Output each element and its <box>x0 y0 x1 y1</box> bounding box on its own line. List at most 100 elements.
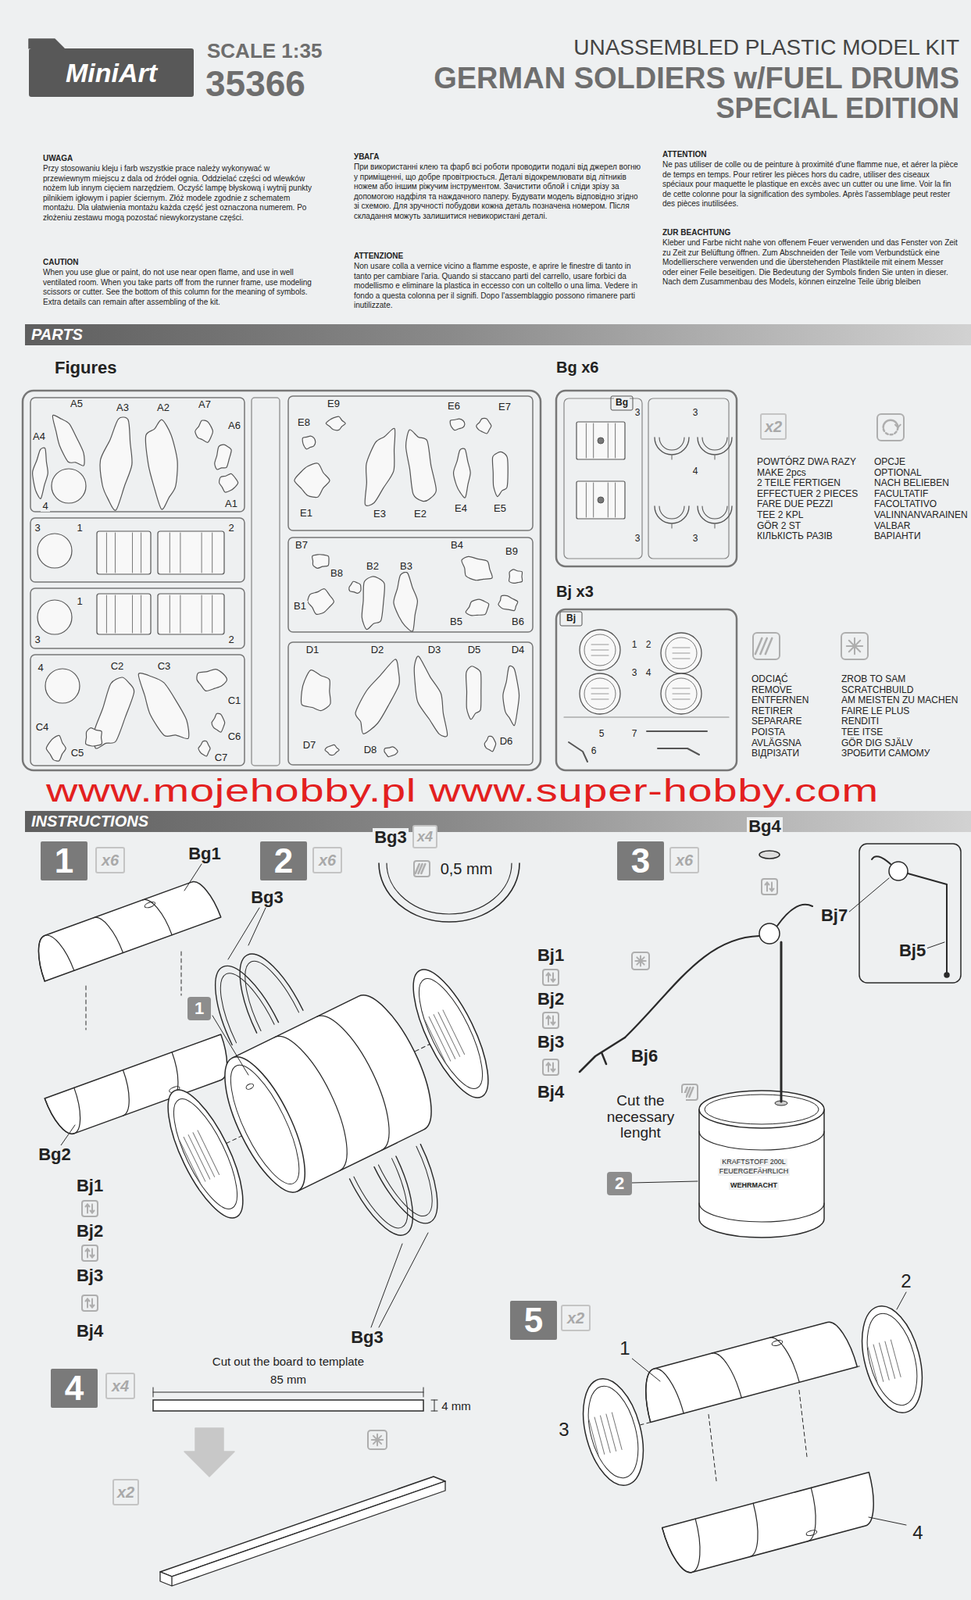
line-art <box>873 1344 884 1382</box>
figure-part <box>401 426 438 503</box>
caption-text: ATTENTION <box>662 149 707 160</box>
figure-part <box>492 452 508 497</box>
line-art <box>274 1025 363 1171</box>
part-group <box>129 663 197 750</box>
logo-tab <box>28 39 65 49</box>
line-art <box>201 532 203 573</box>
part-label: C6 <box>226 731 243 743</box>
line-art <box>140 595 142 633</box>
line-art <box>640 1422 650 1425</box>
part-label: E8 <box>296 417 312 429</box>
part-label: E3 <box>371 508 388 520</box>
cap-part <box>579 629 621 671</box>
line-art <box>777 904 813 926</box>
line-art <box>188 1135 211 1180</box>
line-art <box>178 1138 201 1184</box>
part-group <box>302 435 316 450</box>
symbol-icon <box>841 632 868 660</box>
part-label: 1 <box>74 522 84 534</box>
part-group <box>324 744 340 755</box>
part-label: Bg3 <box>249 888 286 907</box>
caption-text: УВАГА <box>353 152 379 162</box>
icon-frame <box>753 632 780 660</box>
figure-part <box>360 575 386 631</box>
ellipse-art <box>584 634 616 666</box>
part-label: 3 <box>32 522 42 534</box>
line-art <box>657 748 700 755</box>
ellipse-art <box>665 637 697 669</box>
caption-text: OPCJE <box>874 456 906 468</box>
figure-part <box>211 713 225 732</box>
symbol-icon <box>753 632 780 660</box>
caption-text: ENTFERNEN <box>751 694 809 706</box>
part-label: A7 <box>196 399 213 411</box>
part-label: E2 <box>412 508 429 520</box>
symbol-icon <box>82 1245 98 1261</box>
caption-text: OPTIONAL <box>874 467 922 479</box>
sprue-tag <box>610 396 633 411</box>
caption-text: GÖR DIG SJÄLV <box>841 737 913 749</box>
part-label: B3 <box>398 560 415 572</box>
part-label: 4 mm <box>439 1399 473 1414</box>
ellipse-art <box>805 1528 818 1536</box>
part-group <box>46 735 66 761</box>
ellipse-art <box>771 1338 783 1346</box>
part-label: 3 <box>633 533 643 544</box>
figure-part <box>302 435 316 450</box>
part-label: E1 <box>298 507 315 519</box>
figure-part <box>307 589 335 615</box>
drum-cap <box>399 960 504 1107</box>
note-text: Kleber und Farbe nicht nahe von offenem … <box>662 238 961 288</box>
part-group <box>455 549 498 589</box>
line-art <box>106 595 108 633</box>
part-group <box>143 418 183 511</box>
part-label: B1 <box>292 600 308 612</box>
part-label: 2 <box>226 522 236 534</box>
part-group <box>29 876 221 982</box>
caption-text: AVLÄGSNA <box>751 737 802 749</box>
figure-part <box>46 735 66 761</box>
drum-half-part <box>96 531 151 575</box>
caption-text: FARE DUE PEZZI <box>756 498 833 510</box>
line-art <box>794 1487 825 1541</box>
line-art <box>765 638 773 654</box>
drum-shell <box>637 1317 857 1423</box>
line-art <box>90 1305 95 1308</box>
part-label: C4 <box>34 721 51 733</box>
title-text: 35366 <box>205 62 306 106</box>
line-art <box>93 912 124 959</box>
figure-part <box>384 746 398 757</box>
symbol-icon <box>542 969 559 986</box>
line-art <box>765 882 770 886</box>
part-label: A1 <box>223 498 240 510</box>
line-art <box>702 506 728 519</box>
part-group <box>198 740 211 757</box>
icon-frame <box>82 1245 98 1261</box>
watermark: www.mojehobby.pl www.super-hobby.com <box>46 771 879 810</box>
drum-end-part <box>37 599 72 635</box>
line-art <box>591 644 609 646</box>
part-group <box>93 414 139 512</box>
figure-part <box>509 569 523 583</box>
line-art <box>85 985 87 1030</box>
board-template <box>153 1399 424 1411</box>
figure-part <box>349 581 361 593</box>
node-text: 1 <box>194 998 204 1019</box>
part-group <box>349 581 361 593</box>
part-group <box>356 424 405 511</box>
logo-box: MiniArt <box>28 48 194 97</box>
line-art <box>546 973 551 976</box>
caption-text: ВАРІАНТИ <box>874 530 922 542</box>
line-art <box>211 532 213 573</box>
caption-text: AM MEISTEN ZU MACHEN <box>841 694 958 706</box>
part-label: 3 <box>691 407 700 418</box>
line-art <box>564 716 729 718</box>
part-label: 3 <box>691 533 700 544</box>
line-art <box>85 1249 90 1252</box>
part-label: 1 <box>630 639 640 650</box>
line-art <box>442 1010 465 1055</box>
node-text: INSTRUCTIONS <box>31 812 149 831</box>
note-text: При використанні клею та фарб всі роботи… <box>353 162 643 222</box>
part-label: D7 <box>301 739 318 751</box>
quantity-box: x2 <box>112 1478 140 1506</box>
